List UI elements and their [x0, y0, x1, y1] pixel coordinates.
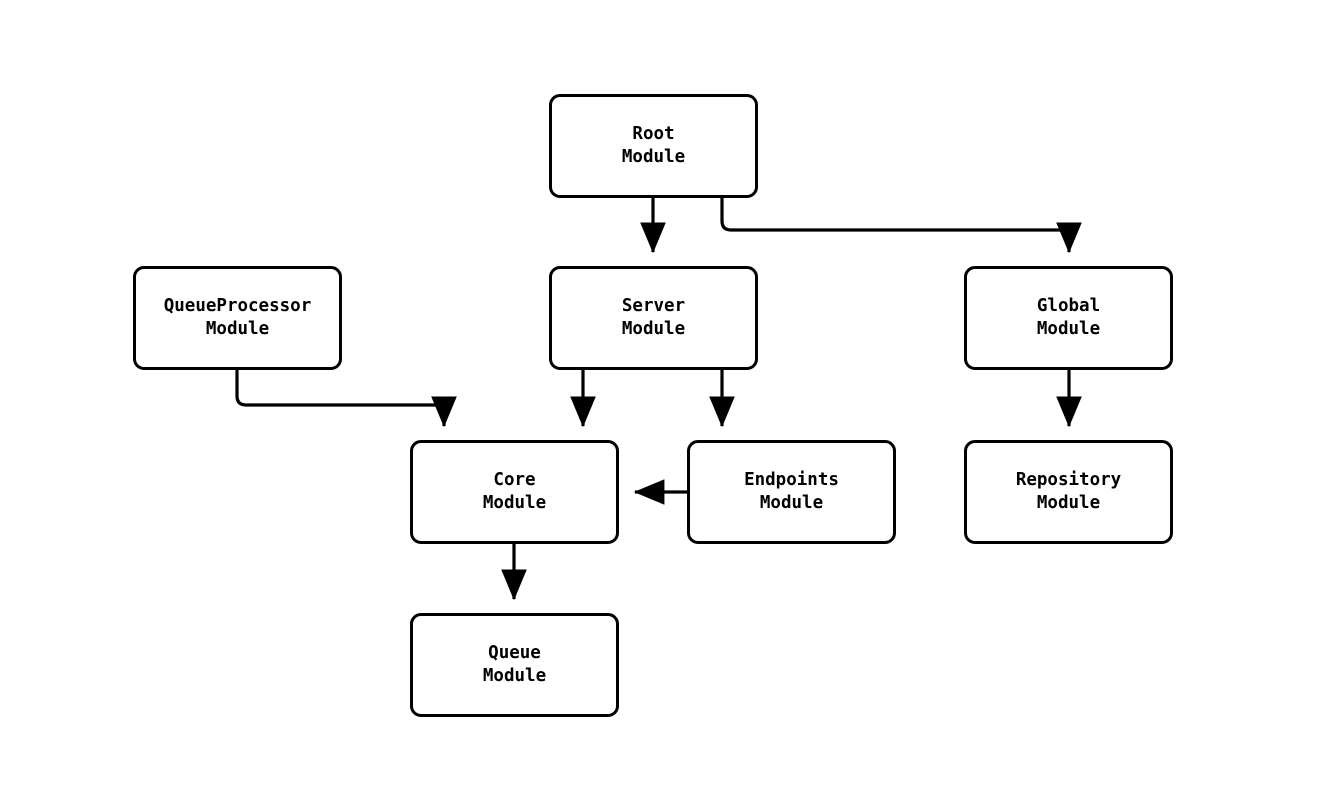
node-queue-module-line1: Queue: [488, 643, 541, 663]
node-repository-module-line2: Module: [1036, 493, 1101, 513]
node-global-module[interactable]: Global Module: [964, 266, 1173, 370]
node-core-module[interactable]: Core Module: [410, 440, 619, 544]
node-endpoints-module[interactable]: Endpoints Module: [687, 440, 896, 544]
node-root-module[interactable]: Root Module: [549, 94, 758, 198]
node-core-module-line1: Core: [493, 470, 536, 490]
node-queue-module-line2: Module: [482, 666, 547, 686]
node-endpoints-module-line1: Endpoints: [744, 470, 839, 490]
node-server-module-line1: Server: [621, 296, 686, 316]
node-queue-module[interactable]: Queue Module: [410, 613, 619, 717]
node-endpoints-module-line2: Module: [759, 493, 824, 513]
node-server-module-line2: Module: [621, 319, 686, 339]
edge-queueprocessor-to-core: [235, 370, 457, 428]
node-queueprocessor-module[interactable]: QueueProcessor Module: [133, 266, 342, 370]
node-repository-module-line1: Repository: [1015, 470, 1122, 490]
node-root-module-line1: Root: [632, 124, 675, 144]
node-root-module-line2: Module: [621, 147, 686, 167]
edge-root-to-global: [720, 198, 1082, 254]
node-queueprocessor-module-line2: Module: [205, 319, 270, 339]
node-repository-module[interactable]: Repository Module: [964, 440, 1173, 544]
node-global-module-line1: Global: [1036, 296, 1101, 316]
node-server-module[interactable]: Server Module: [549, 266, 758, 370]
node-global-module-line2: Module: [1036, 319, 1101, 339]
node-queueprocessor-module-line1: QueueProcessor: [163, 296, 312, 316]
node-core-module-line2: Module: [482, 493, 547, 513]
